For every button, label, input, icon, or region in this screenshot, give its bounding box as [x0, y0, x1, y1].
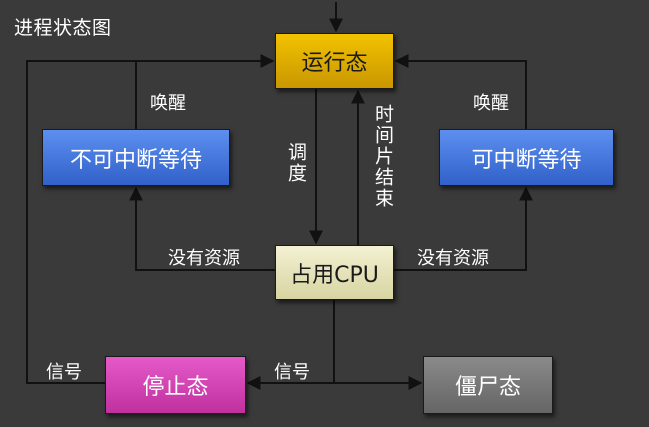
edge-noresource-left [129, 186, 275, 271]
node-zombie: 僵尸态 [423, 356, 553, 414]
edge-signal-left [26, 60, 136, 384]
label-no-resource-left: 没有资源 [168, 248, 240, 269]
label-signal-mid: 信号 [274, 362, 310, 383]
node-interruptible-wait: 可中断等待 [439, 129, 614, 186]
label-wake-left: 唤醒 [150, 93, 186, 114]
node-uninterruptible-wait: 不可中断等待 [42, 129, 230, 186]
label-signal-left: 信号 [46, 362, 82, 383]
node-running: 运行态 [275, 33, 394, 89]
edge-noresource-right [394, 186, 533, 271]
edge-wake-right [394, 54, 527, 129]
label-wake-right: 唤醒 [473, 93, 509, 114]
label-schedule: 调度 [285, 142, 307, 184]
label-no-resource-right: 没有资源 [417, 248, 489, 269]
label-time-slice-end: 时间片结束 [372, 104, 394, 209]
node-on-cpu: 占用CPU [275, 245, 394, 300]
node-stopped: 停止态 [105, 356, 246, 414]
diagram-title: 进程状态图 [14, 17, 112, 39]
